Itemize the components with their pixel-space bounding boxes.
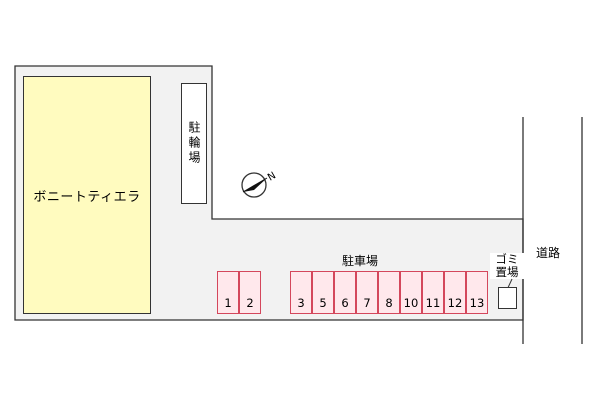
parking-lot-label: 駐車場 bbox=[341, 254, 378, 268]
parking-space: 6 bbox=[334, 271, 356, 314]
north-arrow-icon bbox=[241, 172, 268, 198]
parking-space: 2 bbox=[239, 271, 261, 314]
building-name: ボニートティエラ bbox=[33, 189, 141, 205]
building: ボニートティエラ bbox=[23, 76, 151, 314]
parking-space: 1 bbox=[217, 271, 239, 314]
bicycle-parking-label: 駐輪場 bbox=[187, 121, 201, 166]
parking-space: 10 bbox=[400, 271, 422, 314]
parking-space: 7 bbox=[356, 271, 378, 314]
garbage-area-label: ゴミ 置場 bbox=[490, 253, 524, 279]
bicycle-parking: 駐輪場 bbox=[181, 83, 207, 204]
parking-space: 3 bbox=[290, 271, 312, 314]
road-label: 道路 bbox=[536, 246, 561, 260]
parking-space: 12 bbox=[444, 271, 466, 314]
parking-space: 5 bbox=[312, 271, 334, 314]
north-label: N bbox=[266, 170, 278, 183]
parking-space: 11 bbox=[422, 271, 444, 314]
parking-space: 8 bbox=[378, 271, 400, 314]
garbage-area bbox=[498, 287, 517, 309]
parking-space: 13 bbox=[466, 271, 488, 314]
